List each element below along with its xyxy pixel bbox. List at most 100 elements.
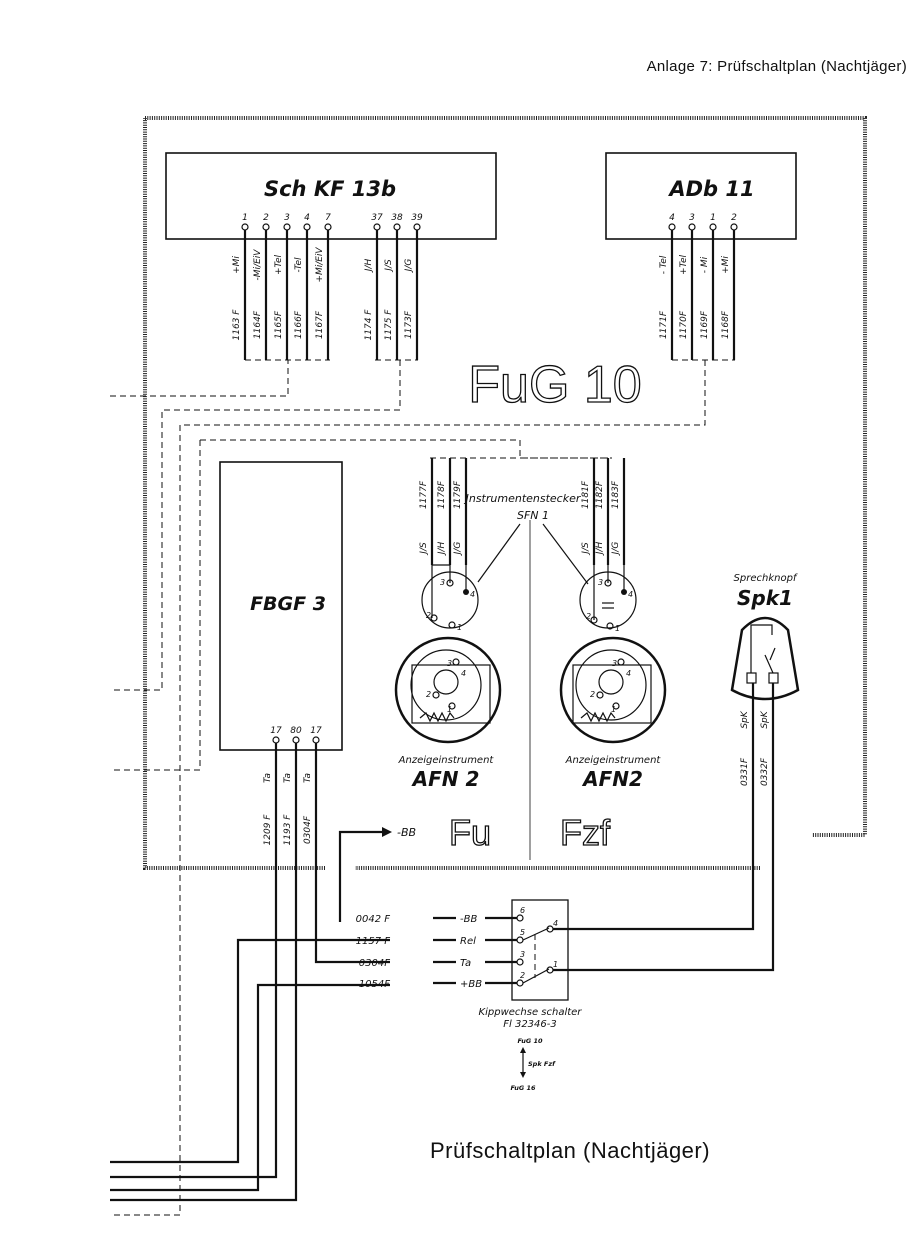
switch-terminal xyxy=(516,958,524,966)
switch-right-pin: 4 xyxy=(553,919,558,928)
meter-pin: 2 xyxy=(426,690,431,699)
schkf-pin-number: 7 xyxy=(325,213,331,223)
plug-left-signal-label: J/G xyxy=(453,542,463,557)
schkf-pin-number: 38 xyxy=(391,213,403,223)
schkf-pin-number: 3 xyxy=(284,213,290,223)
fbgf-pin-number: 17 xyxy=(310,726,322,736)
plug-left-signal-label: J/H xyxy=(437,542,447,557)
adb-pin-number: 2 xyxy=(731,213,737,223)
plug-right-signal-label: J/G xyxy=(611,542,621,557)
switch-terminal xyxy=(516,979,524,987)
adb-title: ADb 11 xyxy=(667,177,754,201)
fbgf-box xyxy=(219,461,343,751)
schkf-title: Sch KF 13b xyxy=(264,177,396,201)
plug-pin: 4 xyxy=(470,590,475,599)
system-label: FuG 10 xyxy=(468,356,641,414)
fbgf-signal-label: Ta xyxy=(283,773,293,783)
fbgf-signal-label: Ta xyxy=(303,773,313,783)
meter-pin: 4 xyxy=(626,669,631,678)
switch-pin-number: 3 xyxy=(520,950,525,959)
schkf-box xyxy=(165,152,497,240)
plug-left-signal-label: J/S xyxy=(419,542,429,556)
plug-pin: 4 xyxy=(628,590,633,599)
fbgf-pin-number: 80 xyxy=(290,726,302,736)
schkf-wire-label: 1167F xyxy=(315,310,325,339)
schkf-pin-terminal xyxy=(324,223,332,231)
schkf-pin-number: 2 xyxy=(263,213,269,223)
ta-wires xyxy=(110,860,390,1202)
spk-wire-label: 0331F xyxy=(740,757,750,786)
switch-box xyxy=(511,899,569,1001)
meter-pin: 3 xyxy=(612,659,617,668)
plug-sublabel: SFN 1 xyxy=(517,509,549,522)
section-left-label: Fu xyxy=(449,812,491,853)
spk-name: Spk1 xyxy=(737,586,793,610)
fbgf-pin-terminal xyxy=(272,736,280,744)
fbgf-pin-number: 17 xyxy=(270,726,282,736)
schkf-pin-terminal xyxy=(303,223,311,231)
schkf-wire-label: 1173F xyxy=(404,310,414,339)
meter-left: 3 4 2 1 xyxy=(394,636,502,744)
schkf-wire-label: 1163 F xyxy=(232,309,242,341)
meter-pin: 1 xyxy=(611,705,616,714)
meter-pin: 2 xyxy=(590,690,595,699)
schkf-pin-terminal xyxy=(413,223,421,231)
schkf-signal-label: +Mi xyxy=(232,256,242,274)
fbgf-wire-label: 1193 F xyxy=(283,814,293,846)
fug10-frame xyxy=(143,116,867,870)
plug-pointer-left xyxy=(477,523,521,583)
plug-pin: 1 xyxy=(457,623,462,632)
plug-pointer-right xyxy=(542,523,589,585)
left-bundle-wires xyxy=(110,938,390,1192)
bb-arrow-line xyxy=(338,830,382,922)
schkf-pin-number: 4 xyxy=(304,213,310,223)
spk-symbol xyxy=(730,616,800,701)
fbgf-pin-terminal xyxy=(312,736,320,744)
switch-part: Fl 32346-3 xyxy=(503,1019,557,1030)
switch-caption: Kippwechse schalter xyxy=(479,1007,583,1018)
meter-right-caption: Anzeigeinstrument xyxy=(565,755,662,766)
plug-left-wire-label: 1177F xyxy=(419,480,429,509)
adb-pin-terminal xyxy=(709,223,717,231)
switch-pin-number: 5 xyxy=(520,928,525,937)
switch-row-wire: 1054F xyxy=(359,979,390,990)
switch-pin-number: 2 xyxy=(520,971,525,980)
schkf-wire-label: 1165F xyxy=(274,310,284,339)
adb-pin-terminal xyxy=(730,223,738,231)
fbgf-signal-label: Ta xyxy=(263,773,273,783)
plug-pin: 1 xyxy=(615,624,620,633)
switch-row-wire: 0304F xyxy=(359,958,390,969)
schkf-pin-number: 39 xyxy=(411,213,423,223)
adb-wire-label: 1170F xyxy=(679,310,689,339)
schkf-wire-label: 1175 F xyxy=(384,309,394,341)
meter-right: 3 4 2 1 xyxy=(559,636,667,744)
switch-row-signal: -BB xyxy=(460,914,477,925)
schkf-pin-terminal xyxy=(283,223,291,231)
plug-pin: 2 xyxy=(426,611,431,620)
meter-right-name: AFN2 xyxy=(581,767,643,791)
adb-wire-label: 1169F xyxy=(700,310,710,339)
section-right-label: Fzf xyxy=(560,812,611,853)
schkf-pin-terminal xyxy=(393,223,401,231)
spk-signal-label: SpK xyxy=(740,710,750,728)
adb-box xyxy=(605,152,797,240)
switch-terminal xyxy=(516,914,524,922)
switch-right-pin: 1 xyxy=(553,960,558,969)
plug-right: 3 4 2 1 xyxy=(579,565,637,633)
plug-right-wire-label: 1181F xyxy=(581,480,591,509)
plug-right-signal-label: J/S xyxy=(581,542,591,556)
switch-to-spk-wires xyxy=(553,830,775,972)
meter-left-name: AFN 2 xyxy=(411,767,480,791)
plug-label: Jnstrumentenstecker xyxy=(464,492,582,505)
spk-wire-label: 0332F xyxy=(760,757,770,786)
switch-pos-mid: Spk Fzf xyxy=(528,1060,556,1068)
plug-left: 3 4 2 1 xyxy=(421,564,479,632)
bb-arrow-label: -BB xyxy=(397,826,416,839)
schkf-signal-label: +Tel xyxy=(274,255,284,275)
adb-pin-number: 4 xyxy=(669,213,675,223)
switch-pos-top: FuG 10 xyxy=(517,1037,543,1045)
spk-signal-label: SpK xyxy=(760,710,770,728)
plug-right-signal-label: J/H xyxy=(595,542,605,557)
adb-pin-number: 3 xyxy=(689,213,695,223)
